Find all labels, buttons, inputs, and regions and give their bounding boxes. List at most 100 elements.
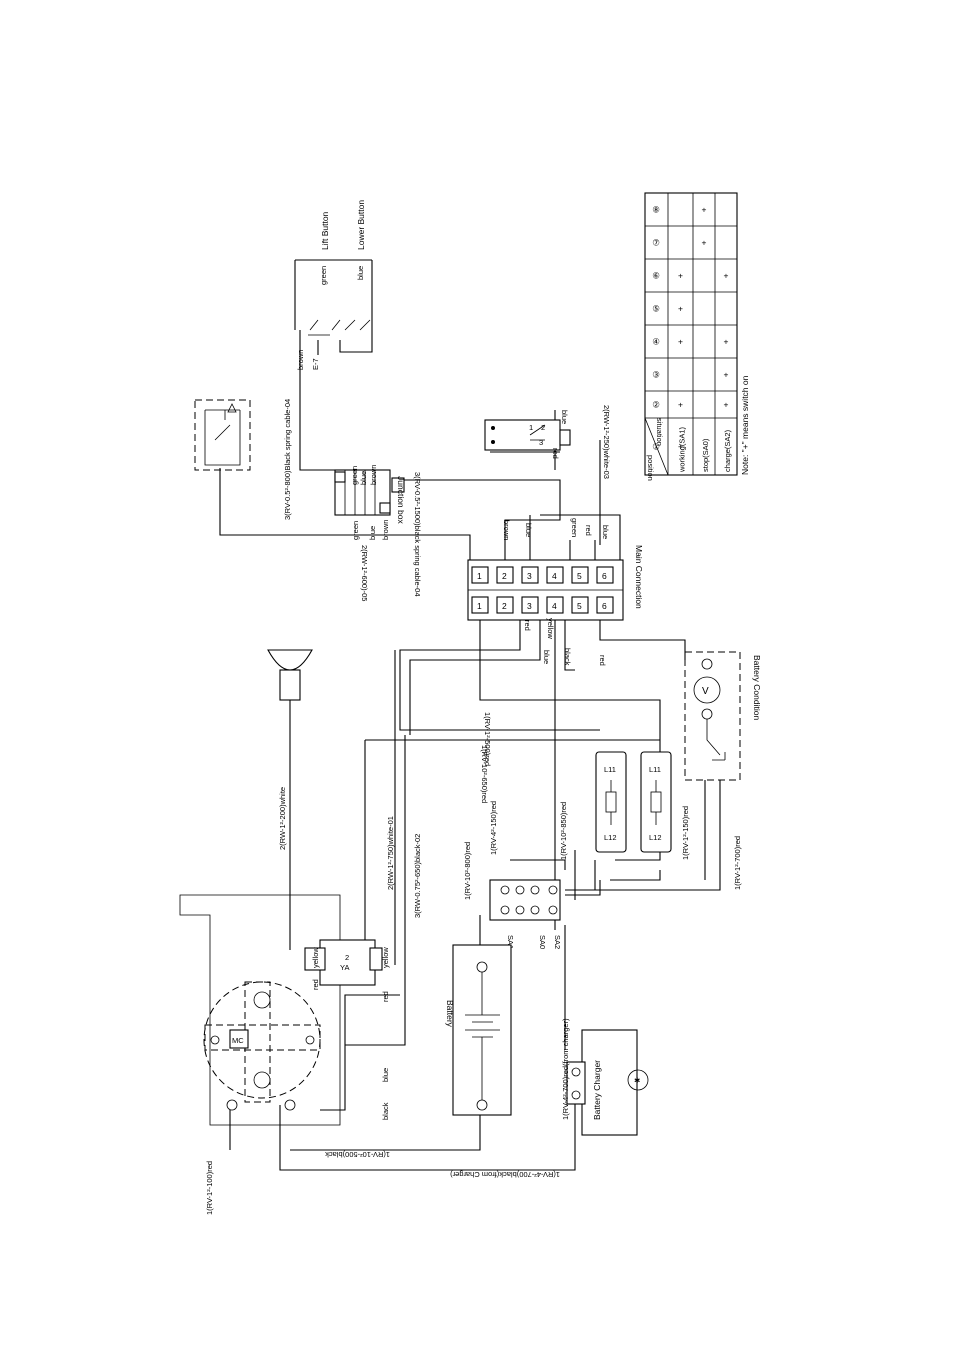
svg-text:position: position xyxy=(646,455,655,481)
terminal-number: 1 xyxy=(477,601,482,611)
svg-text:black: black xyxy=(381,1102,390,1120)
main-connection-label: Main Connection xyxy=(634,545,644,609)
svg-text:1(RV-1²-150)red: 1(RV-1²-150)red xyxy=(681,806,690,860)
svg-text:black: black xyxy=(563,648,572,666)
svg-text:SA0: SA0 xyxy=(538,935,547,949)
terminal xyxy=(471,596,489,614)
svg-text:green: green xyxy=(350,466,359,485)
terminal-number: 5 xyxy=(577,571,582,581)
svg-text:blue: blue xyxy=(359,471,368,485)
terminal xyxy=(546,566,564,584)
terminal xyxy=(521,596,539,614)
svg-text:blue: blue xyxy=(381,1068,390,1082)
cable-labels: 1(RV-1²-500)red 1(RV-10²-650)red 2(RW-1²… xyxy=(205,712,742,1215)
terminal-number: 6 xyxy=(602,601,607,611)
table-mark: + xyxy=(702,205,707,215)
motor-pump: MC red blue black xyxy=(179,894,390,1126)
junction-box-label: Junction box xyxy=(396,476,406,524)
terminal-number: 4 xyxy=(552,571,557,581)
table-mark: + xyxy=(678,442,683,452)
wire-label-blue: blue xyxy=(356,266,365,280)
svg-text:red: red xyxy=(598,655,607,666)
svg-text:L12: L12 xyxy=(604,833,617,842)
svg-text:V: V xyxy=(702,686,709,697)
svg-text:1(RV-4²-700)black(from Charger: 1(RV-4²-700)black(from Charger) xyxy=(450,1170,560,1179)
terminal-number: 2 xyxy=(502,601,507,611)
svg-text:yellow: yellow xyxy=(381,947,390,968)
plug-connector: 1 2 3 blue red 2(RW-1²-250)white-03 xyxy=(484,405,611,479)
table-mark: + xyxy=(678,271,683,281)
svg-text:red: red xyxy=(551,448,560,459)
battery-condition-label: Battery Condition xyxy=(752,655,762,720)
terminal xyxy=(546,596,564,614)
table-mark: + xyxy=(724,271,729,281)
solenoid-ya: YA 2 yellow red yellow xyxy=(304,939,390,990)
table-row-label: working(SA1) xyxy=(678,426,687,473)
svg-text:blue: blue xyxy=(542,650,551,664)
svg-text:situation: situation xyxy=(655,418,664,446)
terminal-number: 6 xyxy=(602,571,607,581)
table-mark: + xyxy=(678,304,683,314)
battery-label: Battery xyxy=(445,1000,455,1028)
wires xyxy=(219,259,721,1171)
svg-text:blue: blue xyxy=(524,523,533,537)
table-column-number: ⑥ xyxy=(652,271,660,281)
terminal-number: 2 xyxy=(502,571,507,581)
battery-condition: V Battery Condition xyxy=(684,651,762,781)
svg-text:1(RV-4²-700)red(from charger): 1(RV-4²-700)red(from charger) xyxy=(561,1018,570,1120)
table-row-label: charge(SA2) xyxy=(723,429,732,472)
cable-label: 2(RW-1²-250)white-03 xyxy=(602,405,611,479)
cable-label: 2(RW-1²-600)-05 xyxy=(360,545,369,601)
limit-switch xyxy=(194,399,251,471)
svg-text:brown: brown xyxy=(381,520,390,540)
table-column-number: ① xyxy=(652,442,660,452)
svg-text:blue: blue xyxy=(368,526,377,540)
svg-text:SA1: SA1 xyxy=(506,935,515,949)
battery-charger-label: Battery Charger xyxy=(592,1060,602,1120)
svg-text:1(RV-10²-800)red: 1(RV-10²-800)red xyxy=(463,842,472,900)
table-column-number: ③ xyxy=(652,370,660,380)
svg-text:brown: brown xyxy=(369,465,378,485)
svg-text:L12: L12 xyxy=(649,833,662,842)
svg-text:2(RW-1²-200)white: 2(RW-1²-200)white xyxy=(278,787,287,850)
terminal xyxy=(496,596,514,614)
terminal-number: 3 xyxy=(527,571,532,581)
terminal-number: 5 xyxy=(577,601,582,611)
svg-text:1(RV-4²-150)red: 1(RV-4²-150)red xyxy=(489,801,498,855)
fuses: L11 L12 L11 L12 xyxy=(595,751,672,853)
svg-text:1(RV-10²-850)red: 1(RV-10²-850)red xyxy=(559,802,568,860)
svg-text:1(RV-1²-500)red: 1(RV-1²-500)red xyxy=(483,712,492,766)
terminal xyxy=(596,596,614,614)
table-column-number: ④ xyxy=(652,337,660,347)
svg-text:3: 3 xyxy=(539,438,543,447)
wire-label-green: green xyxy=(319,266,328,285)
terminal-number: 4 xyxy=(552,601,557,611)
svg-text:L11: L11 xyxy=(649,765,661,774)
cable-label: 3(RV-0.5²-800)Black spring cable-04 xyxy=(283,399,292,520)
svg-text:yellow: yellow xyxy=(546,618,555,639)
svg-text:blue: blue xyxy=(601,525,610,539)
svg-text:3(RW-0.75²-650)black-02: 3(RW-0.75²-650)black-02 xyxy=(413,834,422,918)
table-column-number: ⑤ xyxy=(652,304,660,314)
terminal xyxy=(596,566,614,584)
terminal xyxy=(521,566,539,584)
svg-text:yellow: yellow xyxy=(311,947,320,968)
wire-label-brown: brown xyxy=(296,350,305,370)
svg-text:red: red xyxy=(381,991,390,1002)
lower-button-label: Lower Button xyxy=(356,200,366,250)
terminal xyxy=(496,566,514,584)
junction-box: Junction box green blue brown green blue… xyxy=(334,465,422,601)
svg-text:1(RV-1²-700)red: 1(RV-1²-700)red xyxy=(733,836,742,890)
table-mark: + xyxy=(724,337,729,347)
terminal xyxy=(571,596,589,614)
terminal-number: 1 xyxy=(477,571,482,581)
table-column-number: ⑦ xyxy=(652,238,660,248)
table-column-number: ⑧ xyxy=(652,205,660,215)
lift-button-label: Lift Button xyxy=(320,211,330,250)
svg-text:L11: L11 xyxy=(604,765,616,774)
table-note: Note: "+" means switch on xyxy=(740,375,750,475)
table-mark: + xyxy=(724,400,729,410)
